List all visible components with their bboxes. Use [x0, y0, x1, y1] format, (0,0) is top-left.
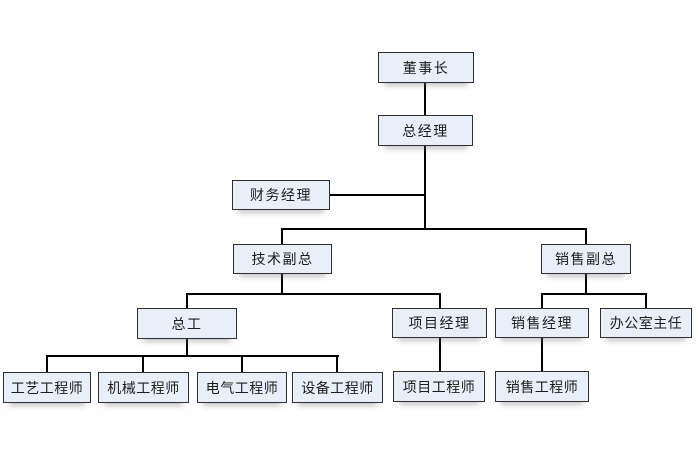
org-node-general-manager: 总经理 [378, 115, 473, 146]
org-node-sales-deputy: 销售副总 [541, 244, 631, 274]
connector-finance-branch [330, 194, 426, 196]
org-node-chairman: 董事长 [378, 52, 474, 83]
connector-drop-equipment-engineer [336, 355, 338, 372]
org-node-technical-deputy: 技术副总 [233, 244, 332, 274]
connector-technical-deputy-down [281, 274, 283, 294]
org-node-finance-manager: 财务经理 [232, 180, 330, 210]
org-node-mechanical-engineer: 机械工程师 [98, 372, 189, 403]
org-node-sales-engineer: 销售工程师 [495, 371, 589, 402]
org-node-office-director: 办公室主任 [600, 308, 692, 338]
connector-engineers-bar [46, 355, 339, 357]
org-node-chief-engineer: 总工 [137, 308, 237, 339]
connector-drop-electrical-engineer [241, 355, 243, 372]
org-node-equipment-engineer: 设备工程师 [292, 372, 383, 403]
connector-drop-project-manager [439, 293, 441, 308]
connector-sales-manager-engineer [541, 338, 543, 371]
connector-drop-technical-deputy [281, 228, 283, 244]
connector-drop-sales-deputy [585, 228, 587, 244]
connector-drop-process-engineer [46, 355, 48, 372]
connector-drop-sales-manager [541, 293, 543, 308]
connector-project-manager-engineer [439, 338, 441, 371]
org-node-process-engineer: 工艺工程师 [3, 372, 91, 403]
connector-deputies-bar [281, 228, 587, 230]
org-node-project-manager: 项目经理 [392, 308, 487, 338]
connector-drop-office-director [645, 293, 647, 308]
org-node-electrical-engineer: 电气工程师 [197, 372, 287, 403]
connector-technical-bar [186, 293, 441, 295]
connector-drop-chief-engineer [186, 293, 188, 308]
connector-chairman-gm [424, 83, 426, 115]
connector-chief-engineer-down [186, 339, 188, 356]
connector-sales-bar [541, 293, 647, 295]
connector-gm-trunk [424, 146, 426, 230]
org-node-sales-manager: 销售经理 [495, 308, 589, 338]
connector-drop-mechanical-engineer [142, 355, 144, 372]
connector-sales-deputy-down [585, 274, 587, 294]
org-node-project-engineer: 项目工程师 [393, 371, 485, 402]
